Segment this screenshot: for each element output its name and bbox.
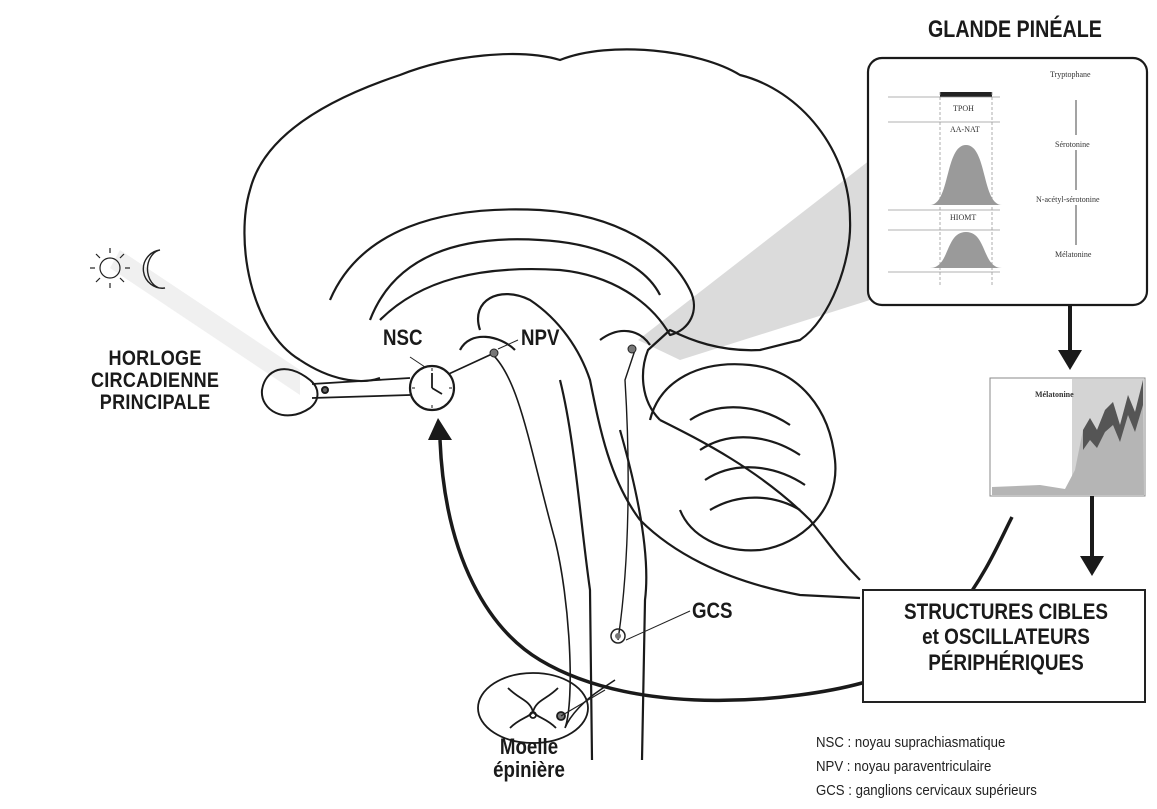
spinal-cord-line-2: épinière bbox=[478, 758, 580, 781]
master-clock-line-3: PRINCIPALE bbox=[82, 392, 228, 414]
nsc-label: NSC bbox=[383, 326, 422, 349]
spinal-cord-section bbox=[478, 673, 588, 743]
clock-icon bbox=[410, 366, 454, 410]
pineal-node bbox=[628, 345, 636, 353]
target-structures-box: STRUCTURES CIBLES et OSCILLATEURS PÉRIPH… bbox=[862, 589, 1146, 703]
gcs-label: GCS bbox=[692, 599, 733, 622]
abbreviation-legend: NSC : noyau suprachiasmatique NPV : noya… bbox=[816, 731, 1037, 803]
gcs-to-pineal bbox=[618, 350, 635, 640]
enzyme-aa-nat: AA-NAT bbox=[950, 125, 980, 134]
pathway-serotonine: Sérotonine bbox=[1055, 140, 1090, 149]
target-line-2: et OSCILLATEURS bbox=[884, 624, 1128, 649]
target-structures-text: STRUCTURES CIBLES et OSCILLATEURS PÉRIPH… bbox=[884, 599, 1128, 675]
npv-node bbox=[490, 349, 498, 357]
spinal-cord-label: Moelle épinière bbox=[478, 735, 580, 781]
master-clock-line-2: CIRCADIENNE bbox=[82, 370, 228, 392]
pathway-n-acetyl-serotonine: N-acétyl-sérotonine bbox=[1036, 195, 1100, 204]
melatonin-plot-label: Mélatonine bbox=[1035, 390, 1074, 399]
enzyme-hiomt: HIOMT bbox=[950, 213, 976, 222]
pineal-gland-title: GLANDE PINÉALE bbox=[928, 17, 1102, 42]
pineal-inset-box bbox=[868, 58, 1147, 305]
legend-nsc: NSC : noyau suprachiasmatique bbox=[816, 731, 1037, 755]
legend-gcs: GCS : ganglions cervicaux supérieurs bbox=[816, 779, 1037, 803]
neural-pathway bbox=[440, 354, 615, 728]
gcs-node-core bbox=[615, 633, 621, 639]
target-line-3: PÉRIPHÉRIQUES bbox=[884, 650, 1128, 675]
brain-outline bbox=[244, 49, 860, 760]
nsc-leader bbox=[410, 357, 425, 367]
npv-label: NPV bbox=[521, 326, 559, 349]
master-clock-line-1: HORLOGE bbox=[82, 348, 228, 370]
master-clock-label: HORLOGE CIRCADIENNE PRINCIPALE bbox=[82, 348, 228, 414]
enzyme-tpoh: TPOH bbox=[953, 104, 974, 113]
arrow-pineal-to-plot bbox=[1058, 305, 1082, 370]
pathway-tryptophane: Tryptophane bbox=[1050, 70, 1091, 79]
pathway-melatonine: Mélatonine bbox=[1055, 250, 1091, 259]
target-line-1: STRUCTURES CIBLES bbox=[884, 599, 1128, 624]
gcs-leader bbox=[626, 611, 690, 640]
spinal-cord-line-1: Moelle bbox=[478, 735, 580, 758]
legend-npv: NPV : noyau paraventriculaire bbox=[816, 755, 1037, 779]
arrow-plot-to-targets bbox=[1080, 496, 1104, 576]
pineal-projection bbox=[638, 160, 870, 360]
